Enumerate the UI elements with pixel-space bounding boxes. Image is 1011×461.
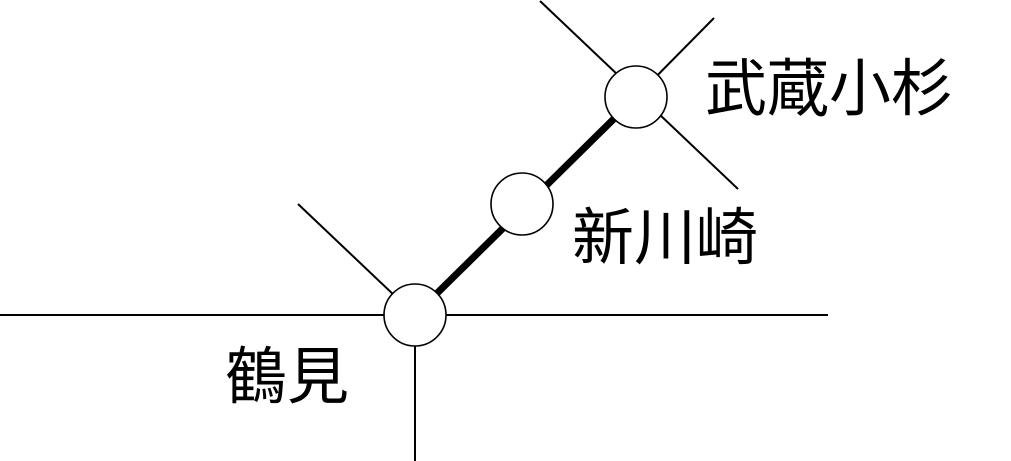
station-marker-tsurumi [383,283,447,347]
station-marker-shin-kawasaki [490,172,554,236]
station-marker-musashi-kosugi [604,65,668,129]
station-label-shin-kawasaki: 新川崎 [572,201,758,274]
station-markers [383,65,668,347]
station-label-tsurumi: 鶴見 [225,340,349,413]
station-label-musashi-kosugi: 武蔵小杉 [705,52,953,125]
station-labels: 武蔵小杉 新川崎 鶴見 [225,52,953,413]
